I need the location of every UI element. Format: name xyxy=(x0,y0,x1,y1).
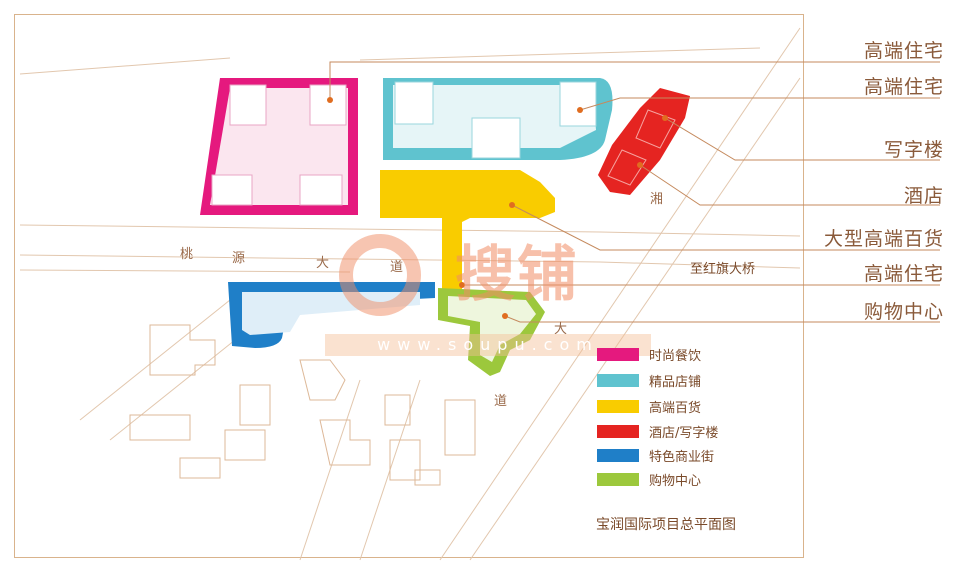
legend-item-department-store: 高端百货 xyxy=(597,398,702,416)
legend-swatch xyxy=(597,399,639,413)
road-label-yuan: 源 xyxy=(232,251,246,266)
legend-item-boutique-shops: 精品店铺 xyxy=(597,372,702,390)
legend-swatch xyxy=(597,448,639,462)
residential-towers-west xyxy=(211,84,347,206)
road-label-xiang: 湘 xyxy=(650,192,664,207)
callout-department-store: 大型高端百货 xyxy=(823,228,944,250)
map-title: 宝润国际项目总平面图 xyxy=(596,517,736,533)
callout-residential-1: 高端住宅 xyxy=(863,40,944,62)
bridge-direction-label: 至红旗大桥 xyxy=(690,262,756,277)
legend-swatch xyxy=(597,373,639,387)
road-label-da: 大 xyxy=(316,256,330,271)
callout-shopping-center: 购物中心 xyxy=(863,301,944,323)
residential-towers-east xyxy=(394,81,597,159)
road-label-dao: 道 xyxy=(390,260,404,275)
watermark-url: www.soupu.com xyxy=(325,334,651,356)
road-label-da-2: 大 xyxy=(554,322,568,337)
legend-item-fashion-dining: 时尚餐饮 xyxy=(597,346,702,364)
legend-label: 时尚餐饮 xyxy=(649,348,702,364)
road-label-tao: 桃 xyxy=(180,247,194,262)
legend-swatch xyxy=(597,472,639,486)
legend-label: 酒店/写字楼 xyxy=(649,425,719,441)
legend-label: 特色商业街 xyxy=(649,449,715,465)
callout-leader-lines xyxy=(329,61,940,323)
callout-office: 写字楼 xyxy=(883,139,944,161)
callout-hotel: 酒店 xyxy=(903,185,944,207)
callout-residential-2: 高端住宅 xyxy=(863,76,944,98)
building-outlines xyxy=(129,324,476,486)
department-store-block xyxy=(380,170,555,296)
legend-item-hotel-office: 酒店/写字楼 xyxy=(597,423,719,441)
watermark-logo xyxy=(339,234,421,316)
legend-swatch xyxy=(597,424,639,438)
legend-label: 精品店铺 xyxy=(649,374,702,390)
boutique-shops-courtyard xyxy=(393,85,596,148)
shopping-center-inner xyxy=(448,296,536,362)
legend-item-shopping-center: 购物中心 xyxy=(597,471,702,489)
watermark-text: 搜铺 xyxy=(455,240,579,310)
legend-item-commercial-street: 特色商业街 xyxy=(597,447,715,465)
callout-residential-3: 高端住宅 xyxy=(863,263,944,285)
legend-label: 购物中心 xyxy=(649,473,702,489)
legend-swatch xyxy=(597,347,639,361)
legend-label: 高端百货 xyxy=(649,400,702,416)
road-label-dao-2: 道 xyxy=(494,394,508,409)
callout-anchor-dots xyxy=(327,97,668,319)
